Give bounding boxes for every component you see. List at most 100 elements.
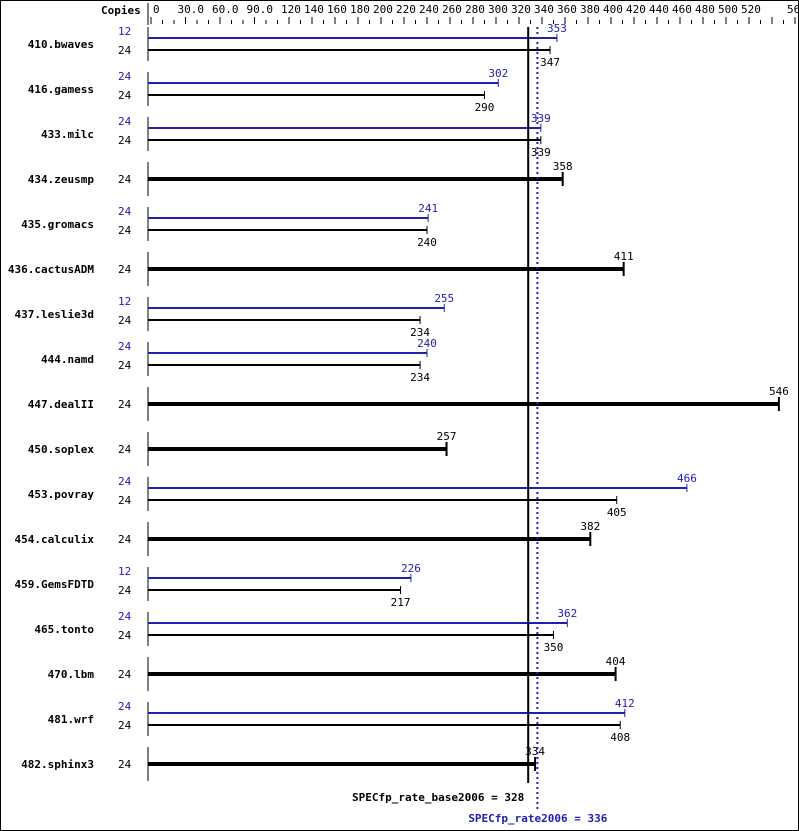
base-value: 350 xyxy=(544,641,564,654)
tick-label: 160 xyxy=(327,3,347,16)
base-copies: 24 xyxy=(118,263,132,276)
benchmark-label: 450.soplex xyxy=(28,443,95,456)
peak-copies: 12 xyxy=(118,565,131,578)
peak-copies: 24 xyxy=(118,205,132,218)
tick-label: 240 xyxy=(419,3,439,16)
tick-label: 300 xyxy=(488,3,508,16)
base-copies: 24 xyxy=(118,758,132,771)
benchmark-label: 435.gromacs xyxy=(21,218,94,231)
peak-value: 339 xyxy=(531,112,551,125)
base-value: 404 xyxy=(606,655,626,668)
base-copies: 24 xyxy=(118,629,132,642)
base-value: 358 xyxy=(553,160,573,173)
benchmark-label: 433.milc xyxy=(41,128,94,141)
base-copies: 24 xyxy=(118,314,132,327)
tick-label: 260 xyxy=(442,3,462,16)
peak-copies: 24 xyxy=(118,610,132,623)
tick-label: 30.0 xyxy=(178,3,205,16)
base-copies: 24 xyxy=(118,668,132,681)
peak-copies: 12 xyxy=(118,295,131,308)
tick-label: 280 xyxy=(465,3,485,16)
tick-label: 90.0 xyxy=(247,3,274,16)
base-copies: 24 xyxy=(118,494,132,507)
tick-label: 420 xyxy=(626,3,646,16)
peak-reference-label: SPECfp_rate2006 = 336 xyxy=(468,812,607,825)
benchmark-label: 465.tonto xyxy=(34,623,94,636)
base-copies: 24 xyxy=(118,533,132,546)
tick-label: 60.0 xyxy=(212,3,239,16)
tick-label: 380 xyxy=(580,3,600,16)
peak-value: 241 xyxy=(418,202,438,215)
base-value: 405 xyxy=(607,506,627,519)
benchmark-label: 481.wrf xyxy=(48,713,94,726)
base-copies: 24 xyxy=(118,89,132,102)
base-value: 411 xyxy=(614,250,634,263)
base-value: 290 xyxy=(475,101,495,114)
benchmark-label: 416.gamess xyxy=(28,83,94,96)
base-copies: 24 xyxy=(118,719,132,732)
tick-label: 180 xyxy=(350,3,370,16)
base-copies: 24 xyxy=(118,398,132,411)
tick-label: 120 xyxy=(281,3,301,16)
base-value: 408 xyxy=(610,731,630,744)
tick-label: 460 xyxy=(672,3,692,16)
peak-copies: 24 xyxy=(118,115,132,128)
base-value: 339 xyxy=(531,146,551,159)
tick-label: 360 xyxy=(557,3,577,16)
tick-label: 500 xyxy=(718,3,738,16)
base-value: 334 xyxy=(525,745,545,758)
benchmark-label: 454.calculix xyxy=(15,533,95,546)
base-value: 546 xyxy=(769,385,789,398)
tick-label: 440 xyxy=(649,3,669,16)
tick-label: 320 xyxy=(511,3,531,16)
peak-value: 466 xyxy=(677,472,697,485)
tick-label: 200 xyxy=(373,3,393,16)
tick-label: 340 xyxy=(534,3,554,16)
base-reference-label: SPECfp_rate_base2006 = 328 xyxy=(352,791,524,804)
tick-label: 140 xyxy=(304,3,324,16)
benchmark-label: 482.sphinx3 xyxy=(21,758,94,771)
peak-copies: 12 xyxy=(118,25,131,38)
peak-copies: 24 xyxy=(118,70,132,83)
benchmark-label: 444.namd xyxy=(41,353,94,366)
peak-copies: 24 xyxy=(118,700,132,713)
benchmark-label: 434.zeusmp xyxy=(28,173,95,186)
tick-label: 480 xyxy=(695,3,715,16)
peak-copies: 24 xyxy=(118,340,132,353)
peak-copies: 24 xyxy=(118,475,132,488)
tick-label: 400 xyxy=(603,3,623,16)
tick-label: 220 xyxy=(396,3,416,16)
axis-label: Copies xyxy=(101,4,141,17)
base-value: 347 xyxy=(540,56,560,69)
tick-label: 560 xyxy=(787,3,798,16)
benchmark-label: 470.lbm xyxy=(48,668,95,681)
peak-value: 302 xyxy=(488,67,508,80)
benchmark-label: 437.leslie3d xyxy=(15,308,94,321)
base-copies: 24 xyxy=(118,443,132,456)
benchmark-label: 447.dealII xyxy=(28,398,94,411)
base-copies: 24 xyxy=(118,359,132,372)
tick-label: 520 xyxy=(741,3,761,16)
base-value: 234 xyxy=(410,326,430,339)
benchmark-label: 459.GemsFDTD xyxy=(15,578,95,591)
tick-label: 0 xyxy=(153,3,160,16)
base-copies: 24 xyxy=(118,173,132,186)
peak-value: 255 xyxy=(434,292,454,305)
peak-value: 226 xyxy=(401,562,421,575)
benchmark-label: 436.cactusADM xyxy=(8,263,94,276)
base-value: 217 xyxy=(391,596,411,609)
peak-value: 353 xyxy=(547,22,567,35)
base-value: 240 xyxy=(417,236,437,249)
peak-value: 362 xyxy=(557,607,577,620)
base-copies: 24 xyxy=(118,224,132,237)
benchmark-label: 453.povray xyxy=(28,488,95,501)
benchmark-label: 410.bwaves xyxy=(28,38,94,51)
base-value: 257 xyxy=(437,430,457,443)
peak-value: 412 xyxy=(615,697,635,710)
base-copies: 24 xyxy=(118,44,132,57)
base-value: 234 xyxy=(410,371,430,384)
base-copies: 24 xyxy=(118,134,132,147)
base-value: 382 xyxy=(580,520,600,533)
